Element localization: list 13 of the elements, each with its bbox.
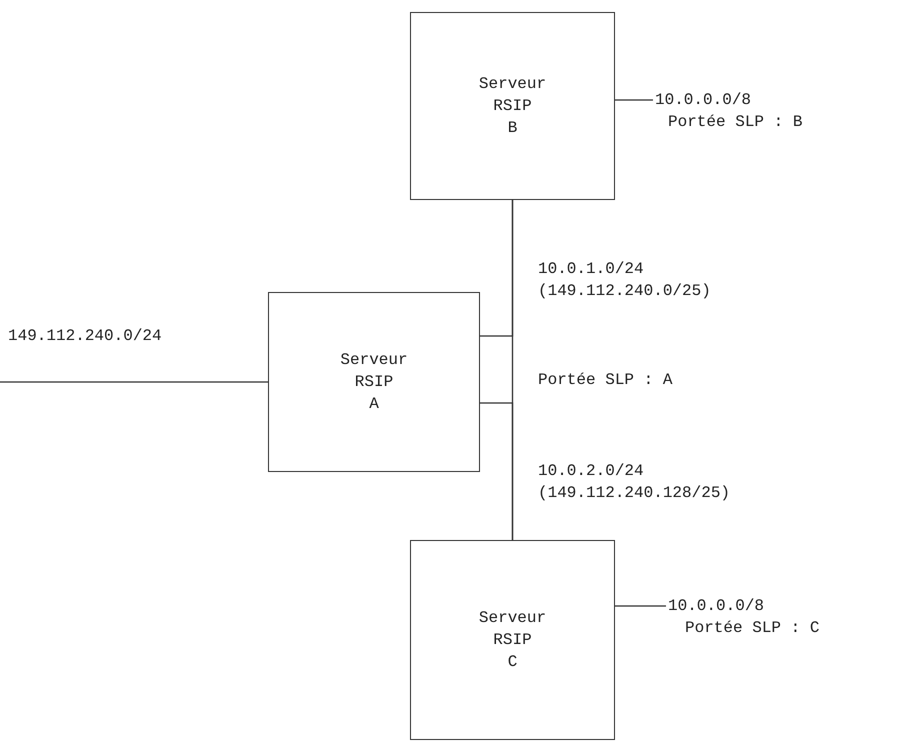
- connector-line: [512, 200, 514, 540]
- scope-label: Portée SLP : B: [668, 112, 802, 133]
- server-label: Serveur RSIP B: [478, 74, 546, 139]
- scope-label: Portée SLP : C: [685, 618, 820, 639]
- server-box: [410, 540, 615, 740]
- connector-line: [615, 605, 666, 607]
- scope-label: Portée SLP : A: [538, 370, 672, 391]
- server-box: [268, 292, 480, 472]
- connector-line: [0, 381, 268, 383]
- server-label: Serveur RSIP A: [340, 350, 408, 415]
- server-label: Serveur RSIP C: [478, 608, 546, 673]
- server-box: [410, 12, 615, 200]
- connector-line: [615, 99, 653, 101]
